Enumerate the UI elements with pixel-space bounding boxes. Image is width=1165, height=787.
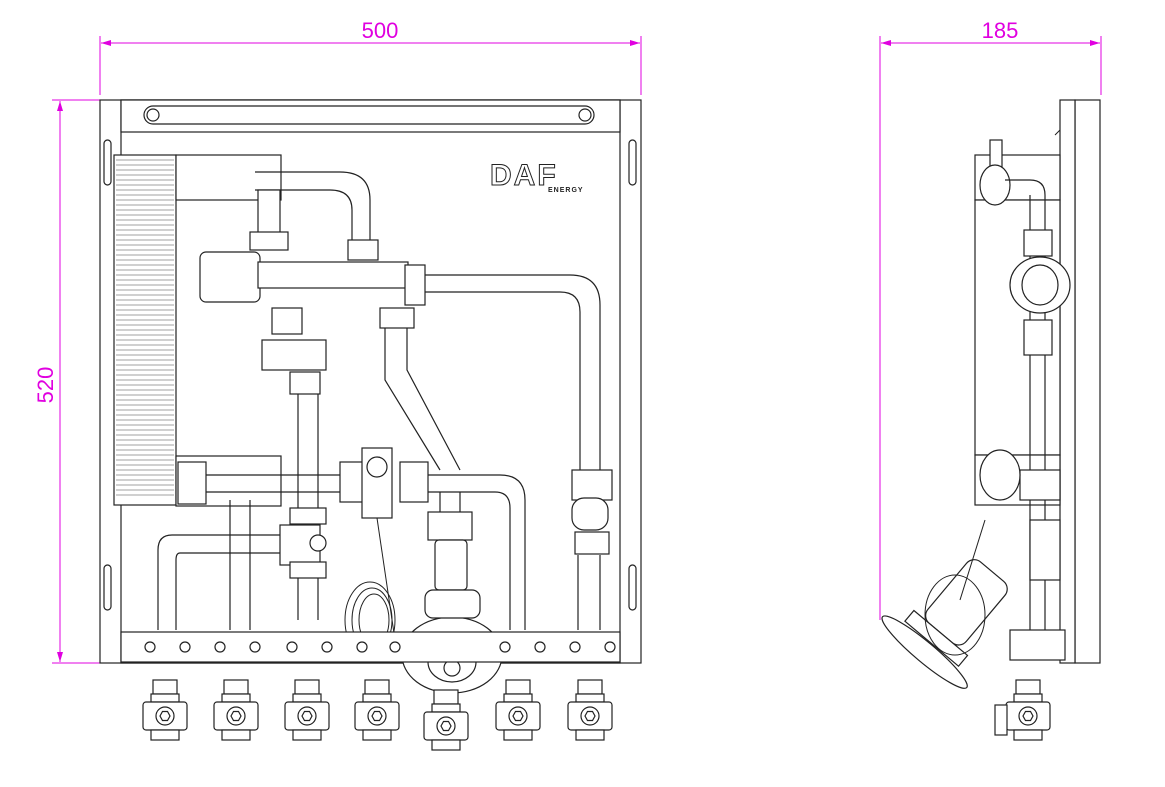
side-view — [881, 99, 1101, 741]
pipework — [157, 171, 613, 694]
ball-valve — [213, 679, 259, 741]
ball-valve — [495, 679, 541, 741]
bolt — [534, 641, 546, 653]
ball-valve — [284, 679, 330, 741]
svg-text:DAF: DAF — [490, 159, 558, 192]
ball-valve — [567, 679, 613, 741]
ball-valve — [354, 679, 400, 741]
dimension-depth: 185 — [879, 18, 1102, 620]
side-ball-valve — [1005, 679, 1051, 741]
daf-energy-logo: DAF ENERGY — [490, 159, 584, 195]
bolt — [286, 641, 298, 653]
dimension-height: 520 — [33, 99, 118, 664]
bolt — [249, 641, 261, 653]
bolt — [499, 641, 511, 653]
bolt — [214, 641, 226, 653]
bolt — [356, 641, 368, 653]
ball-valve — [423, 689, 469, 751]
dimension-width-label: 500 — [362, 18, 399, 43]
bolt — [321, 641, 333, 653]
bolt — [179, 641, 191, 653]
bolt — [144, 641, 156, 653]
svg-text:ENERGY: ENERGY — [548, 187, 584, 194]
bottom-manifold — [120, 631, 621, 663]
bolt — [389, 641, 401, 653]
dimension-height-label: 520 — [33, 367, 58, 404]
front-view: DAF ENERGY — [99, 99, 642, 751]
bolt — [569, 641, 581, 653]
ball-valves — [142, 679, 613, 751]
dimension-width: 500 — [99, 18, 642, 95]
dimension-depth-label: 185 — [982, 18, 1019, 43]
bolt — [604, 641, 616, 653]
ball-valve — [142, 679, 188, 741]
